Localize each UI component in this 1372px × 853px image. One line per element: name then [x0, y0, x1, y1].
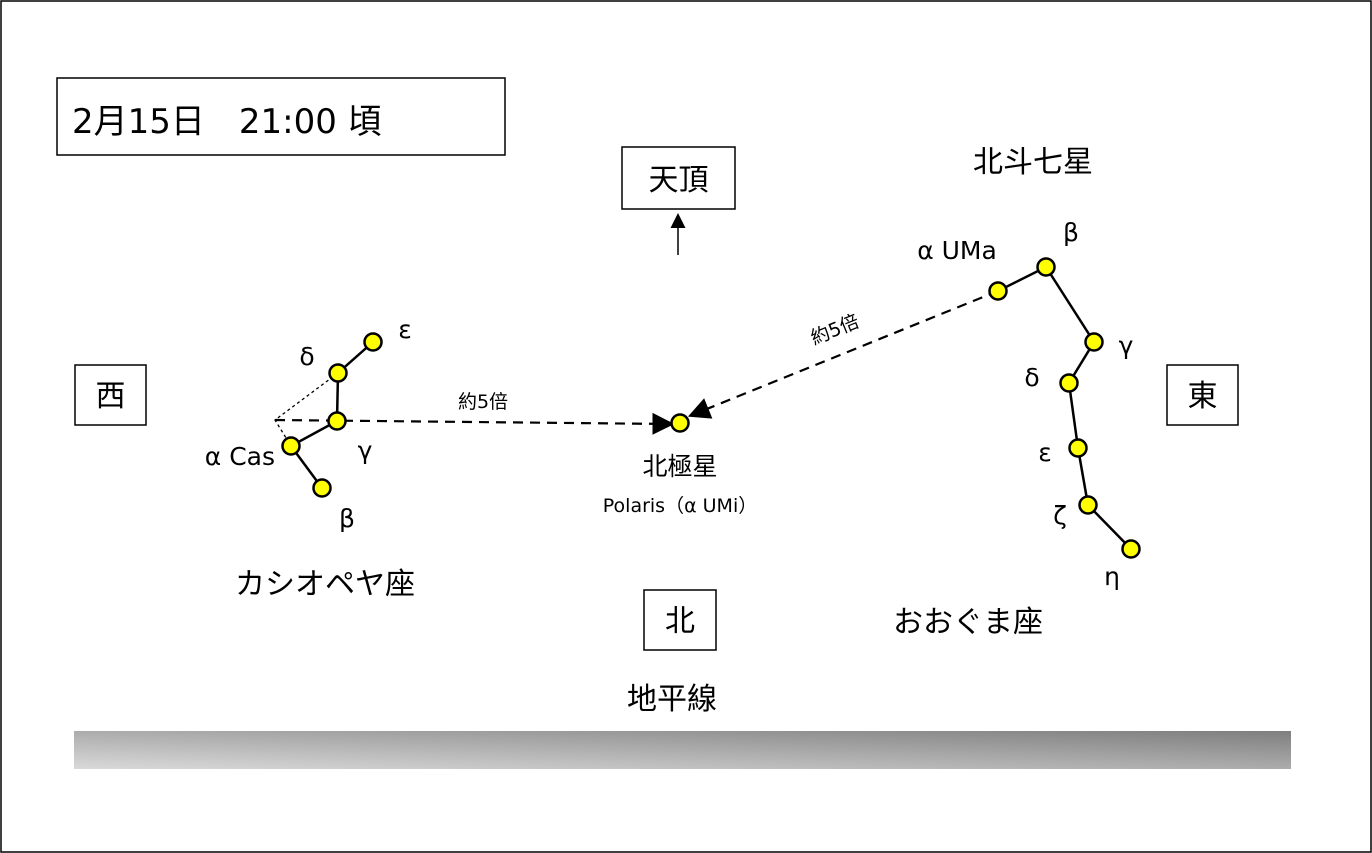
star-uma-delta — [1059, 373, 1079, 393]
horizon-bar — [74, 731, 1291, 769]
star-cas-gamma — [327, 411, 347, 431]
zenith-box: 天頂 — [621, 146, 736, 210]
star-polaris — [670, 413, 690, 433]
polaris-name-en: Polaris（α UMi） — [603, 495, 757, 517]
star-uma-eta — [1121, 539, 1141, 559]
north-box: 北 — [643, 589, 717, 651]
cas-epsilon-label: ε — [398, 315, 412, 344]
cassiopeia-ratio-label: 約5倍 — [458, 391, 508, 413]
title-box: 2月15日 21:00 頃 — [56, 77, 506, 156]
star-cas-delta — [328, 363, 348, 383]
uma-gamma-label: γ — [1119, 331, 1134, 360]
zenith-label: 天頂 — [649, 163, 709, 198]
big-dipper-title: 北斗七星 — [973, 145, 1093, 180]
star-uma-epsilon — [1068, 438, 1088, 458]
cas-gamma-label: γ — [358, 436, 373, 465]
cas-alpha-label: α Cas — [205, 442, 275, 471]
date-time-title: 2月15日 21:00 頃 — [72, 102, 382, 142]
east-label: 東 — [1188, 379, 1218, 414]
uma-beta-label: β — [1063, 218, 1079, 247]
north-label: 北 — [665, 604, 695, 639]
uma-alpha-label: α UMa — [917, 236, 997, 265]
east-box: 東 — [1166, 364, 1239, 426]
west-label: 西 — [96, 379, 126, 414]
cassiopeia-name: カシオペヤ座 — [235, 567, 415, 602]
star-uma-zeta — [1078, 495, 1098, 515]
west-box: 西 — [74, 364, 147, 426]
cas-delta-label: δ — [299, 342, 314, 371]
star-cas-epsilon — [363, 332, 383, 352]
uma-zeta-label: ζ — [1053, 501, 1067, 530]
uma-delta-label: δ — [1024, 363, 1039, 392]
uma-epsilon-label: ε — [1038, 438, 1052, 467]
star-uma-beta — [1036, 257, 1056, 277]
ursa-major-name: おおぐま座 — [893, 605, 1043, 640]
uma-eta-label: η — [1104, 562, 1120, 591]
cassiopeia-pointer-arrow — [274, 412, 675, 435]
star-uma-gamma — [1084, 332, 1104, 352]
horizon-label: 地平線 — [627, 682, 717, 717]
ursa-major-pointer-arrow — [687, 289, 999, 419]
star-cas-alpha — [281, 436, 301, 456]
star-uma-alpha — [988, 281, 1008, 301]
star-cas-beta — [312, 478, 332, 498]
polaris-name-ja: 北極星 — [642, 452, 717, 481]
cas-beta-label: β — [339, 504, 355, 533]
